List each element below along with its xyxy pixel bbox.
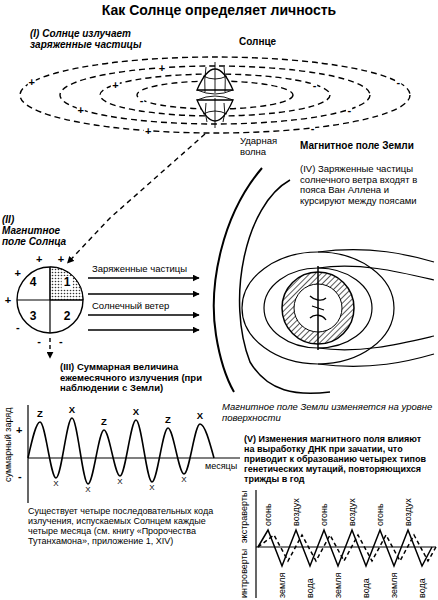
code-letter: X [181, 476, 186, 485]
drawing-part [50, 267, 83, 300]
part-name: Ударная волна [240, 136, 292, 157]
step-note: (III) Суммарная величина ежемесячного из… [60, 362, 212, 394]
charge-sign: + [77, 104, 85, 115]
charge-sign: - [312, 79, 318, 90]
earth-magnetosphere: Магнитное поле Земли (IV) Заряженные част… [200, 130, 438, 430]
drawing-part [318, 250, 434, 262]
charge-sign: - [15, 321, 21, 332]
drawing-part [88, 329, 199, 330]
sun-orbits [20, 57, 410, 133]
node-text: Магнитное поле Земли [300, 140, 434, 151]
drawing-part [88, 293, 199, 294]
step-note: (II) Магнитное поле Солнца [2, 214, 74, 248]
node-text: Солнце [239, 36, 276, 47]
earth [282, 266, 354, 350]
charge-sign: + [35, 254, 43, 265]
note: Существует четыре последовательных кода … [28, 506, 236, 546]
charge-sign: + [57, 254, 65, 265]
code-letter: X [53, 480, 58, 489]
title: Как Солнце определяет личность [0, 3, 438, 19]
code-letter: Z [37, 409, 43, 420]
charge-sign: + [111, 79, 119, 90]
sun-field-circle: 4 1 3 2 [15, 265, 85, 335]
drawing-part [17, 267, 83, 333]
step-note: (I) Солнце излучает заряженные частицы [30, 28, 165, 50]
axis-sign: - [18, 470, 22, 482]
axis-label: месяцы [205, 461, 237, 471]
axis-label: суммарный заряд [3, 408, 13, 482]
sun-globe: Солнце [195, 58, 235, 132]
drawing-part [318, 354, 434, 366]
dashed-arrow [68, 134, 206, 263]
element-name: земля [277, 573, 287, 598]
axis-label: экстраверты [239, 491, 249, 543]
charge-sign: + [28, 77, 36, 88]
element-name: вода [361, 578, 371, 598]
axis-sign: + [16, 424, 22, 436]
charge-sign: - [58, 335, 64, 346]
charge-sign: + [4, 295, 12, 306]
chart-axes [28, 405, 436, 598]
drawing-part [255, 490, 256, 598]
quadrant-number: 3 [30, 310, 37, 323]
drawing-part [310, 296, 326, 320]
code-letter: X [69, 405, 75, 416]
code-letter: X [149, 484, 154, 493]
element-name: воздух [291, 498, 301, 526]
sun-drawing [195, 58, 235, 132]
wave-lines [28, 418, 436, 566]
solar-wind-arrow [88, 277, 199, 278]
element-name: огонь [375, 503, 385, 526]
code-letter: X [133, 407, 139, 418]
element-name: воздух [403, 498, 413, 526]
charge-sign: - [139, 94, 145, 105]
drawing-part [17, 267, 83, 333]
quadrant-number: 1 [62, 276, 73, 289]
temperament-line-dashed [258, 535, 436, 561]
drawing-part [28, 457, 240, 458]
element-name: земля [333, 573, 343, 598]
emission-wave [28, 418, 214, 484]
element-name: вода [305, 578, 315, 598]
code-letter: Z [165, 415, 171, 426]
step-note: (V) Изменения магнитного поля влияют на … [244, 434, 434, 484]
charge-sign: - [346, 104, 352, 115]
arrow-label: Солнечный ветер [92, 301, 169, 312]
circle-outline [15, 265, 85, 335]
drawing-part [214, 168, 262, 392]
code-letter: Z [101, 417, 107, 428]
code-letter: X [85, 486, 90, 495]
drawing-part [197, 62, 233, 94]
axis-label: интроверты [239, 549, 249, 598]
element-name: вода [417, 578, 427, 598]
drawing-part [197, 96, 233, 128]
node-text: Магнитное поле Земли изменяется на уровн… [222, 402, 434, 423]
charge-sign: + [144, 125, 152, 136]
element-name: огонь [263, 503, 273, 526]
charge-sign: + [158, 62, 166, 73]
charge-sign: - [395, 77, 401, 88]
element-name: огонь [319, 503, 329, 526]
pointer-arrow [49, 338, 50, 358]
element-name: земля [389, 573, 399, 598]
element-name: воздух [347, 498, 357, 526]
quadrant-number: 4 [30, 276, 37, 289]
drawing-part [242, 252, 394, 364]
solar-wind-arrows [88, 294, 199, 330]
quadrant-number: 2 [64, 310, 71, 323]
arrow-label: Заряженные частицы [92, 264, 187, 275]
solar-wind-arrow [88, 314, 199, 315]
charge-sign: - [36, 335, 42, 346]
charge-sign: + [14, 268, 22, 279]
node-text: (IV) Заряженные частицы солнечного ветра… [300, 164, 434, 207]
code-letter: X [197, 411, 203, 422]
charge-sign: - [310, 122, 316, 133]
drawing-part [20, 57, 410, 133]
code-letter: X [117, 478, 122, 487]
